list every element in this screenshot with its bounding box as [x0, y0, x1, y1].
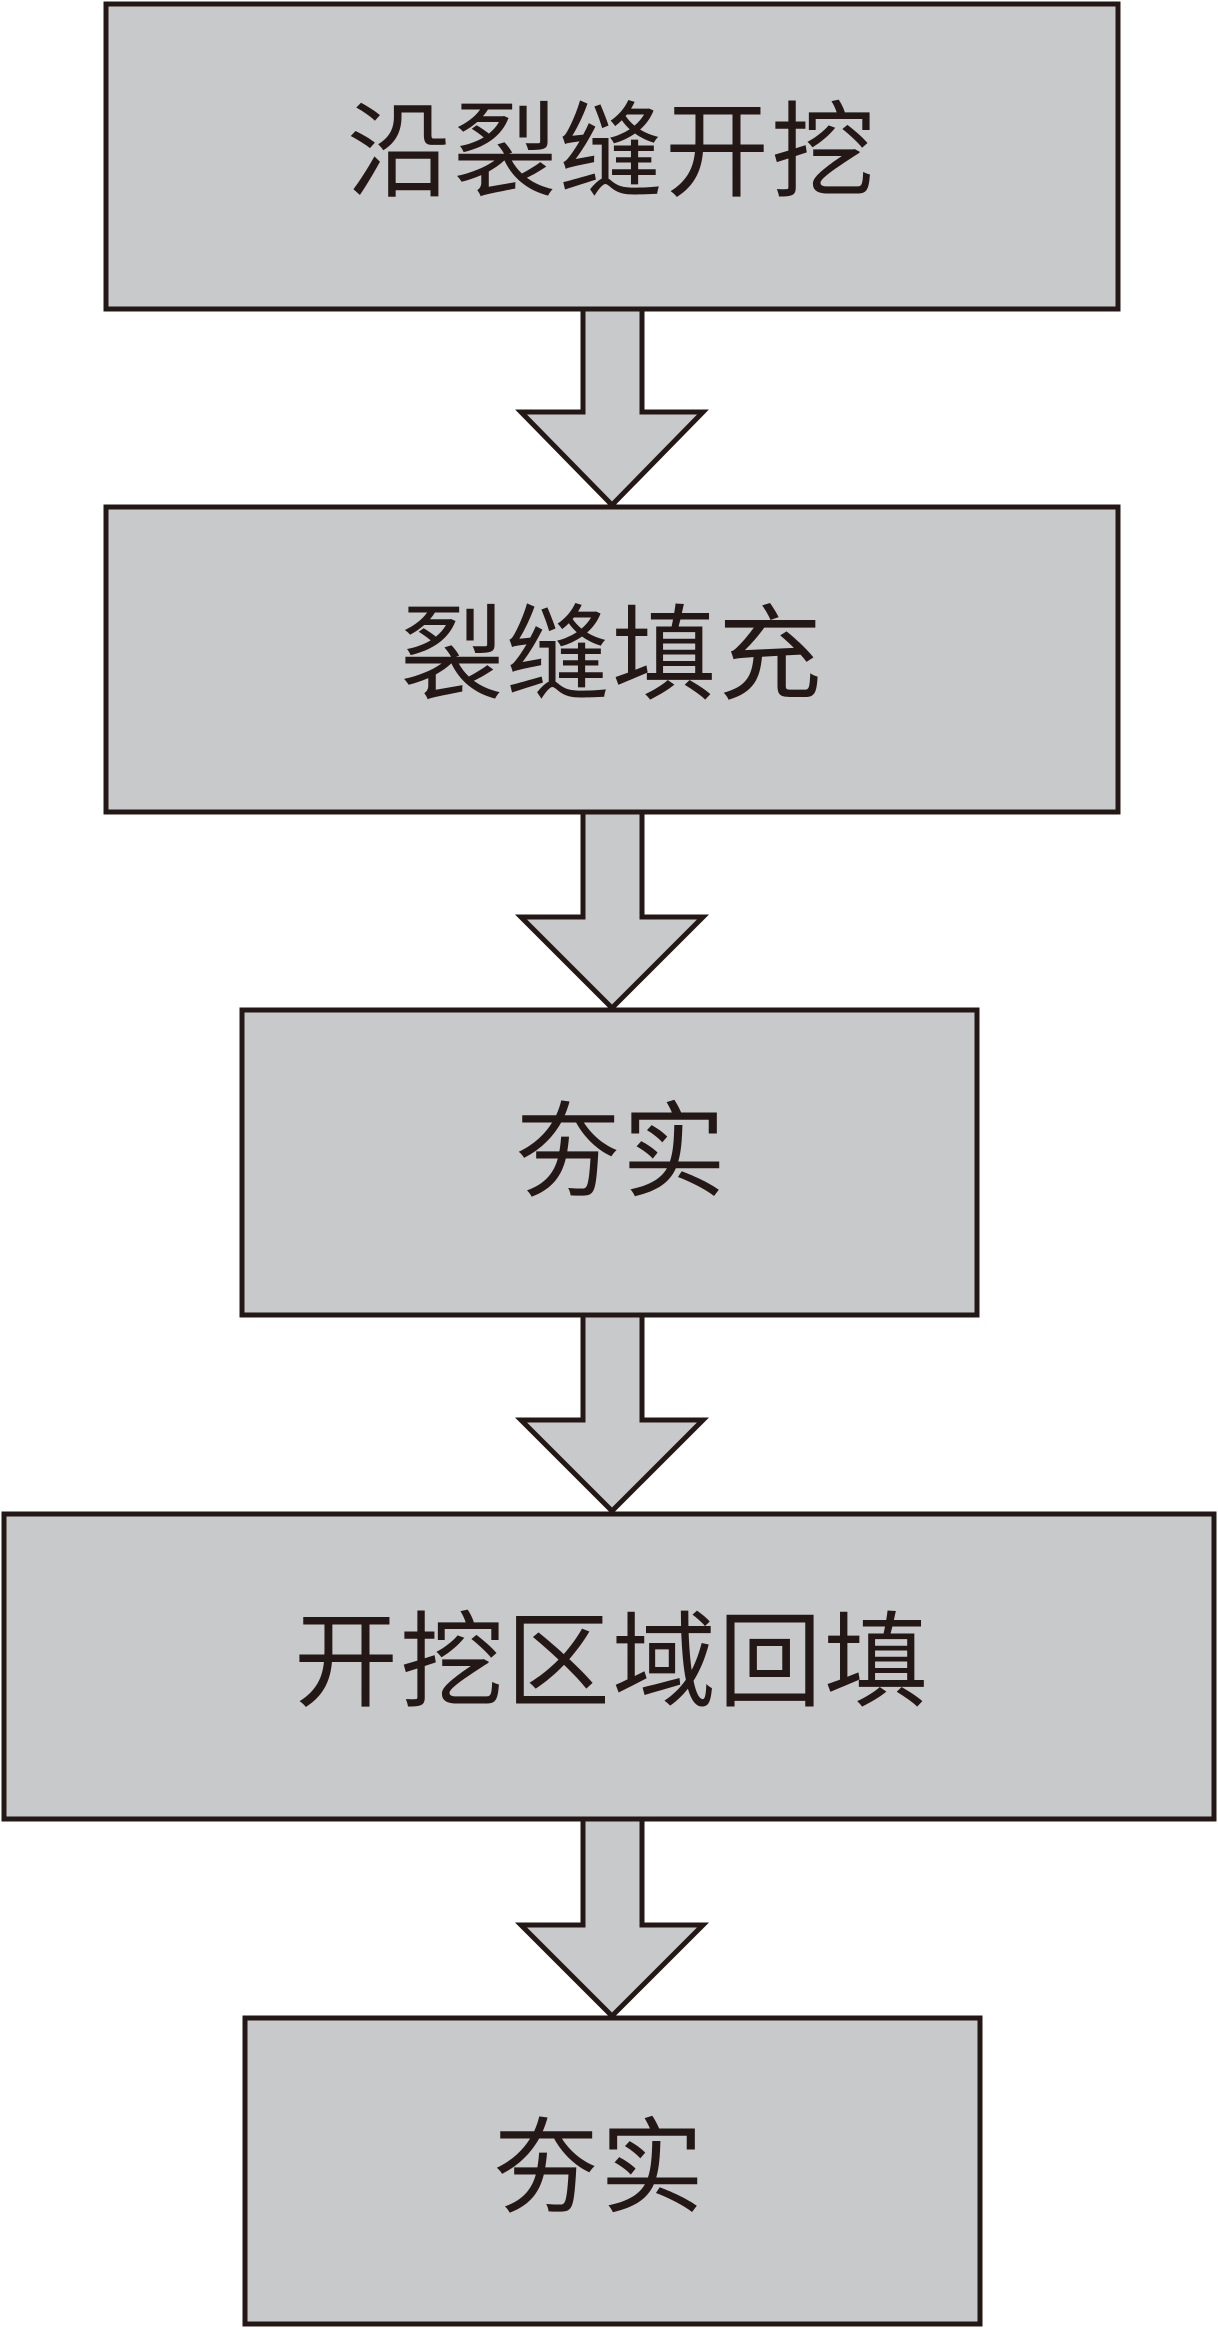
step-4-box — [1, 1511, 1217, 1822]
step-1-label: 沿裂缝开挖 — [347, 91, 877, 213]
step-1: 沿裂缝开挖 — [103, 1, 1121, 312]
arrow-down-icon — [514, 809, 710, 1012]
arrow-down-icon — [514, 1312, 710, 1515]
arrow-down-icon — [514, 1816, 710, 2020]
step-5-box — [242, 2015, 983, 2327]
step-2-label: 裂缝填充 — [400, 594, 824, 716]
step-3-label: 夯实 — [516, 1091, 728, 1213]
step-4-label: 开挖区域回填 — [294, 1601, 930, 1723]
step-5-label: 夯实 — [494, 2107, 706, 2229]
step-2: 裂缝填充 — [103, 504, 1121, 815]
step-5: 夯实 — [242, 2015, 983, 2327]
step-4: 开挖区域回填 — [1, 1511, 1217, 1822]
step-3-box — [239, 1007, 980, 1318]
step-1-box — [103, 1, 1121, 312]
step-3: 夯实 — [239, 1007, 980, 1318]
arrow-down-icon — [515, 306, 709, 509]
step-2-box — [103, 504, 1121, 815]
